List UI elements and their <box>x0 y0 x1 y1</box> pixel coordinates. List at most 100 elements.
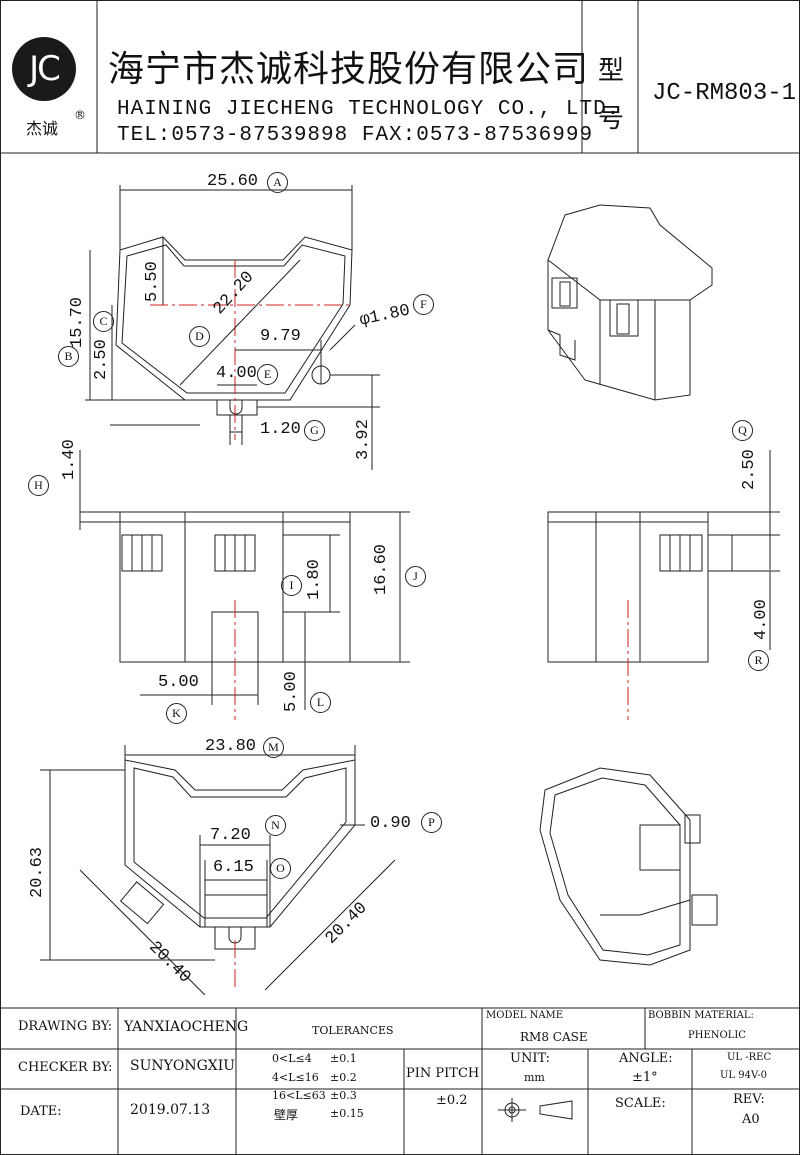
dim-l-tag: L <box>310 692 331 713</box>
dim-line-d <box>179 259 301 386</box>
rev-label: REV: <box>733 1092 765 1107</box>
angle-label: ANGLE: <box>619 1051 673 1066</box>
ul-94v0: UL 94V-0 <box>720 1070 768 1081</box>
type-label-2: 号 <box>598 104 625 134</box>
dim-a-value: 25.60 <box>207 172 259 191</box>
dim-m-value: 23.80 <box>205 737 257 756</box>
logo-text: 杰诚 <box>26 119 59 138</box>
side-clip <box>659 534 703 572</box>
dim-c-value: 2.50 <box>92 339 111 380</box>
dim-c-tag: C <box>93 311 114 332</box>
company-logo: JC <box>12 37 76 101</box>
unit-value: mm <box>524 1071 545 1084</box>
dim-a-tag: A <box>267 172 288 193</box>
drawing-by-label: DRAWING BY: <box>18 1019 113 1034</box>
iso-top-clip-right <box>609 299 639 337</box>
checker-by-value: SUNYONGXIU <box>130 1058 236 1074</box>
dim-d-mid-value: 9.79 <box>260 327 301 346</box>
dim-i-value: 1.80 <box>305 559 324 600</box>
tol-value-4: ±0.15 <box>330 1107 364 1120</box>
top-view <box>85 185 380 470</box>
model-name-value: RM8 CASE <box>520 1030 588 1044</box>
dim-q-value: 2.50 <box>740 449 759 490</box>
dim-g-tag: G <box>304 420 325 441</box>
bottom-view-inner-outline <box>133 767 347 919</box>
drawing-by-value: YANXIAOCHENG <box>124 1019 249 1035</box>
iso-top-edge-1 <box>547 259 690 301</box>
dim-g-value: 1.20 <box>260 420 301 439</box>
dim-m-tag: M <box>263 737 284 758</box>
pin-pitch-label: PIN PITCH <box>406 1066 480 1081</box>
iso-top-clip-left <box>551 277 578 309</box>
dim-p-tag: P <box>421 812 442 833</box>
date-label: DATE: <box>20 1104 62 1119</box>
dim-i-tag: I <box>281 575 302 596</box>
iso-bottom-clip-2 <box>691 894 718 926</box>
type-label-1: 型 <box>598 56 625 86</box>
tol-value-1: ±0.1 <box>330 1052 357 1065</box>
side-pin <box>707 534 733 572</box>
dim-j-value: 16.60 <box>372 543 391 595</box>
dim-h-value: 1.40 <box>60 439 79 480</box>
footer-table-lines <box>0 1007 800 1155</box>
dim-line-20-40-left <box>79 869 206 996</box>
dim-b-value: 15.70 <box>68 296 87 348</box>
title-block-header: JC 杰诚 ® 海宁市杰诚科技股份有限公司 HAINING JIECHENG T… <box>0 0 800 153</box>
iso-bottom-inner <box>549 777 681 956</box>
pin-pitch-value: ±0.2 <box>436 1093 468 1108</box>
dim-e-tag: E <box>257 364 278 385</box>
isometric-view-bottom <box>539 767 718 966</box>
company-name-english: HAINING JIECHENG TECHNOLOGY CO., LTD. <box>117 98 621 121</box>
iso-bottom-clip-1 <box>684 814 701 844</box>
dim-f-tag: F <box>413 294 434 315</box>
dim-r-tag: R <box>748 650 769 671</box>
dim-l-value: 5.00 <box>282 671 301 712</box>
angle-value: ±1° <box>632 1070 658 1085</box>
iso-top-outline <box>547 204 713 401</box>
dim-n-value: 7.20 <box>210 826 251 845</box>
logo-mark: JC <box>29 49 61 89</box>
model-name-label: MODEL NAME <box>486 1010 564 1021</box>
iso-bottom-window <box>639 824 681 871</box>
dim-n-tag: N <box>265 815 286 836</box>
part-number: JC-RM803-1 <box>652 80 797 107</box>
dim-b-tag: B <box>58 346 79 367</box>
tol-range-2: 4<L≤16 <box>272 1071 319 1084</box>
leader-line-f <box>329 324 356 351</box>
dim-r-value: 4.00 <box>752 599 771 640</box>
checker-by-label: CHECKER BY: <box>18 1060 113 1075</box>
dim-e-value: 4.00 <box>216 364 257 383</box>
isometric-view-top <box>547 204 713 401</box>
dim-o-tag: O <box>270 858 291 879</box>
dim-q-tag: Q <box>732 420 753 441</box>
dim-o-value: 6.15 <box>213 858 254 877</box>
side-view <box>547 450 780 720</box>
tol-range-3: 16<L≤63 <box>272 1089 326 1102</box>
bottom-pin-block <box>204 894 268 928</box>
bottom-side-pin <box>119 881 165 925</box>
tol-value-3: ±0.3 <box>330 1089 357 1102</box>
iso-top-pin-slot <box>547 329 576 361</box>
bottom-view <box>40 745 396 996</box>
front-view <box>79 450 410 720</box>
bobbin-material-value: PHENOLIC <box>688 1030 746 1041</box>
top-view-pin-tab <box>216 399 258 416</box>
dim-p-value: 0.90 <box>370 814 411 833</box>
dim-j-tag: J <box>405 566 426 587</box>
dim-k-value: 5.00 <box>158 673 199 692</box>
registered-mark: ® <box>74 108 86 122</box>
dim-c-top-value: 5.50 <box>143 261 162 302</box>
ul-rec: UL -REC <box>727 1052 772 1063</box>
top-view-inner-outline <box>121 244 346 394</box>
iso-top-clip-right-inner <box>616 303 630 335</box>
dim-3-92-value: 3.92 <box>354 419 373 460</box>
dim-d-tag: D <box>189 326 210 347</box>
scale-label: SCALE: <box>615 1096 666 1111</box>
dim-h-tag: H <box>28 475 49 496</box>
dim-20-63-value: 20.63 <box>28 846 47 898</box>
iso-bottom-edge <box>600 899 691 916</box>
iso-bottom-outline <box>539 767 691 966</box>
tol-value-2: ±0.2 <box>330 1071 357 1084</box>
iso-top-clip-left-inner <box>559 281 571 307</box>
